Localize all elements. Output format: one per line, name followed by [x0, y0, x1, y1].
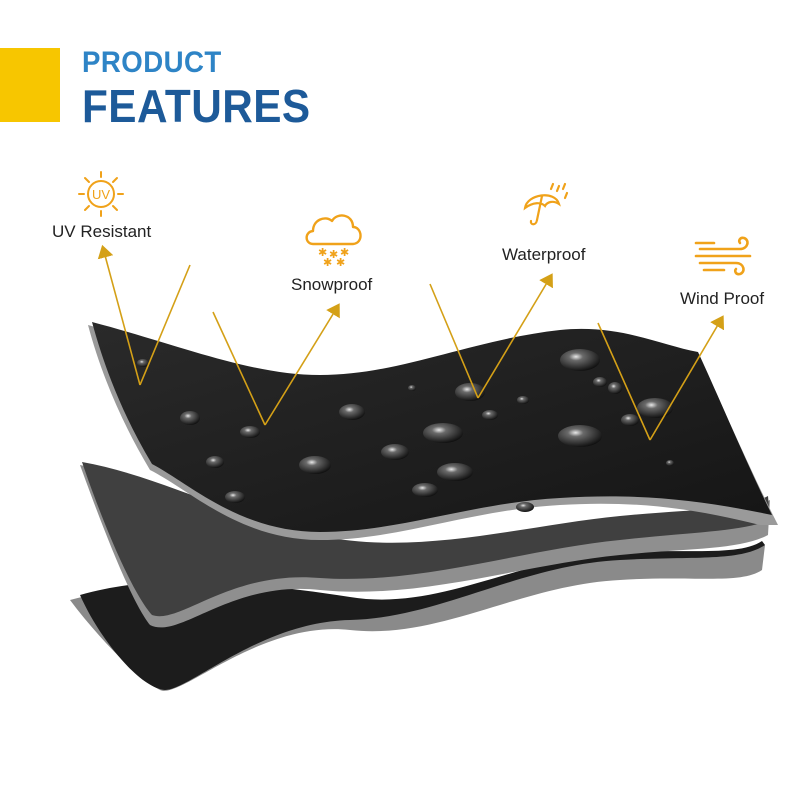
svg-text:✱: ✱ — [323, 256, 332, 268]
uv-sun-icon: UV — [78, 171, 124, 217]
svg-text:✱: ✱ — [318, 246, 327, 259]
feature-label-waterproof: Waterproof — [502, 245, 586, 264]
umbrella-rain-icon — [523, 182, 569, 226]
yellow-accent-block — [0, 48, 60, 122]
snow-cloud-icon: ✱ ✱ ✱ ✱ ✱ — [305, 214, 362, 268]
svg-text:✱: ✱ — [336, 256, 345, 268]
heading-features: FEATURES — [82, 80, 311, 132]
feature-label-wind-proof: Wind Proof — [680, 289, 765, 308]
heading-product: PRODUCT — [82, 46, 222, 79]
svg-text:✱: ✱ — [329, 248, 338, 261]
svg-text:✱: ✱ — [340, 246, 349, 259]
feature-arrows — [97, 244, 725, 441]
fabric-layer-bottom — [70, 545, 765, 691]
feature-label-uv-resistant: UV Resistant — [52, 222, 152, 241]
feature-label-snowproof: Snowproof — [291, 275, 373, 294]
water-droplets — [137, 349, 674, 512]
svg-text:UV: UV — [92, 187, 110, 202]
wind-icon — [694, 236, 752, 276]
